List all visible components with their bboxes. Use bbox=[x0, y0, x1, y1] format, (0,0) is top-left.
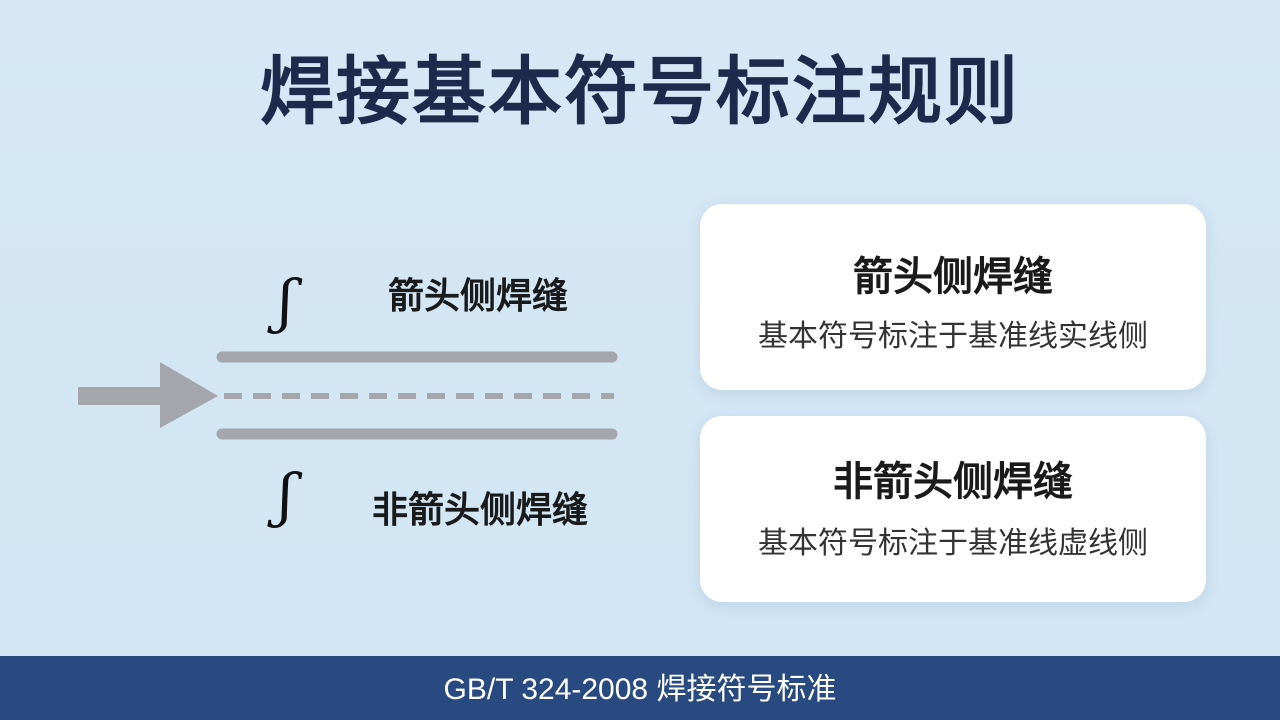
fillet-weld-symbol-upper: ʃ bbox=[278, 267, 294, 335]
arrow-head bbox=[160, 362, 218, 428]
page-title: 焊接基本符号标注规则 bbox=[260, 49, 1020, 135]
standard-reference: GB/T 324-2008 焊接符号标准 bbox=[443, 673, 837, 706]
other-side-weld-label: 非箭头侧焊缝 bbox=[372, 490, 589, 531]
arrow-shaft bbox=[78, 387, 170, 405]
card-title: 非箭头侧焊缝 bbox=[833, 459, 1073, 505]
other-side-card: 非箭头侧焊缝 基本符号标注于基准线虚线侧 bbox=[700, 416, 1206, 602]
weld-symbol-diagram: ʃ 箭头侧焊缝 ʃ 非箭头侧焊缝 bbox=[0, 0, 700, 650]
arrow-side-card: 箭头侧焊缝 基本符号标注于基准线实线侧 bbox=[700, 204, 1206, 390]
fillet-weld-symbol-lower: ʃ bbox=[278, 461, 294, 529]
card-description: 基本符号标注于基准线虚线侧 bbox=[758, 526, 1148, 561]
reference-line-diagram bbox=[78, 351, 618, 440]
card-description: 基本符号标注于基准线实线侧 bbox=[758, 319, 1148, 354]
card-title: 箭头侧焊缝 bbox=[853, 254, 1053, 300]
footer-bar: GB/T 324-2008 焊接符号标准 bbox=[0, 656, 1280, 720]
arrow-side-weld-label: 箭头侧焊缝 bbox=[388, 276, 569, 317]
